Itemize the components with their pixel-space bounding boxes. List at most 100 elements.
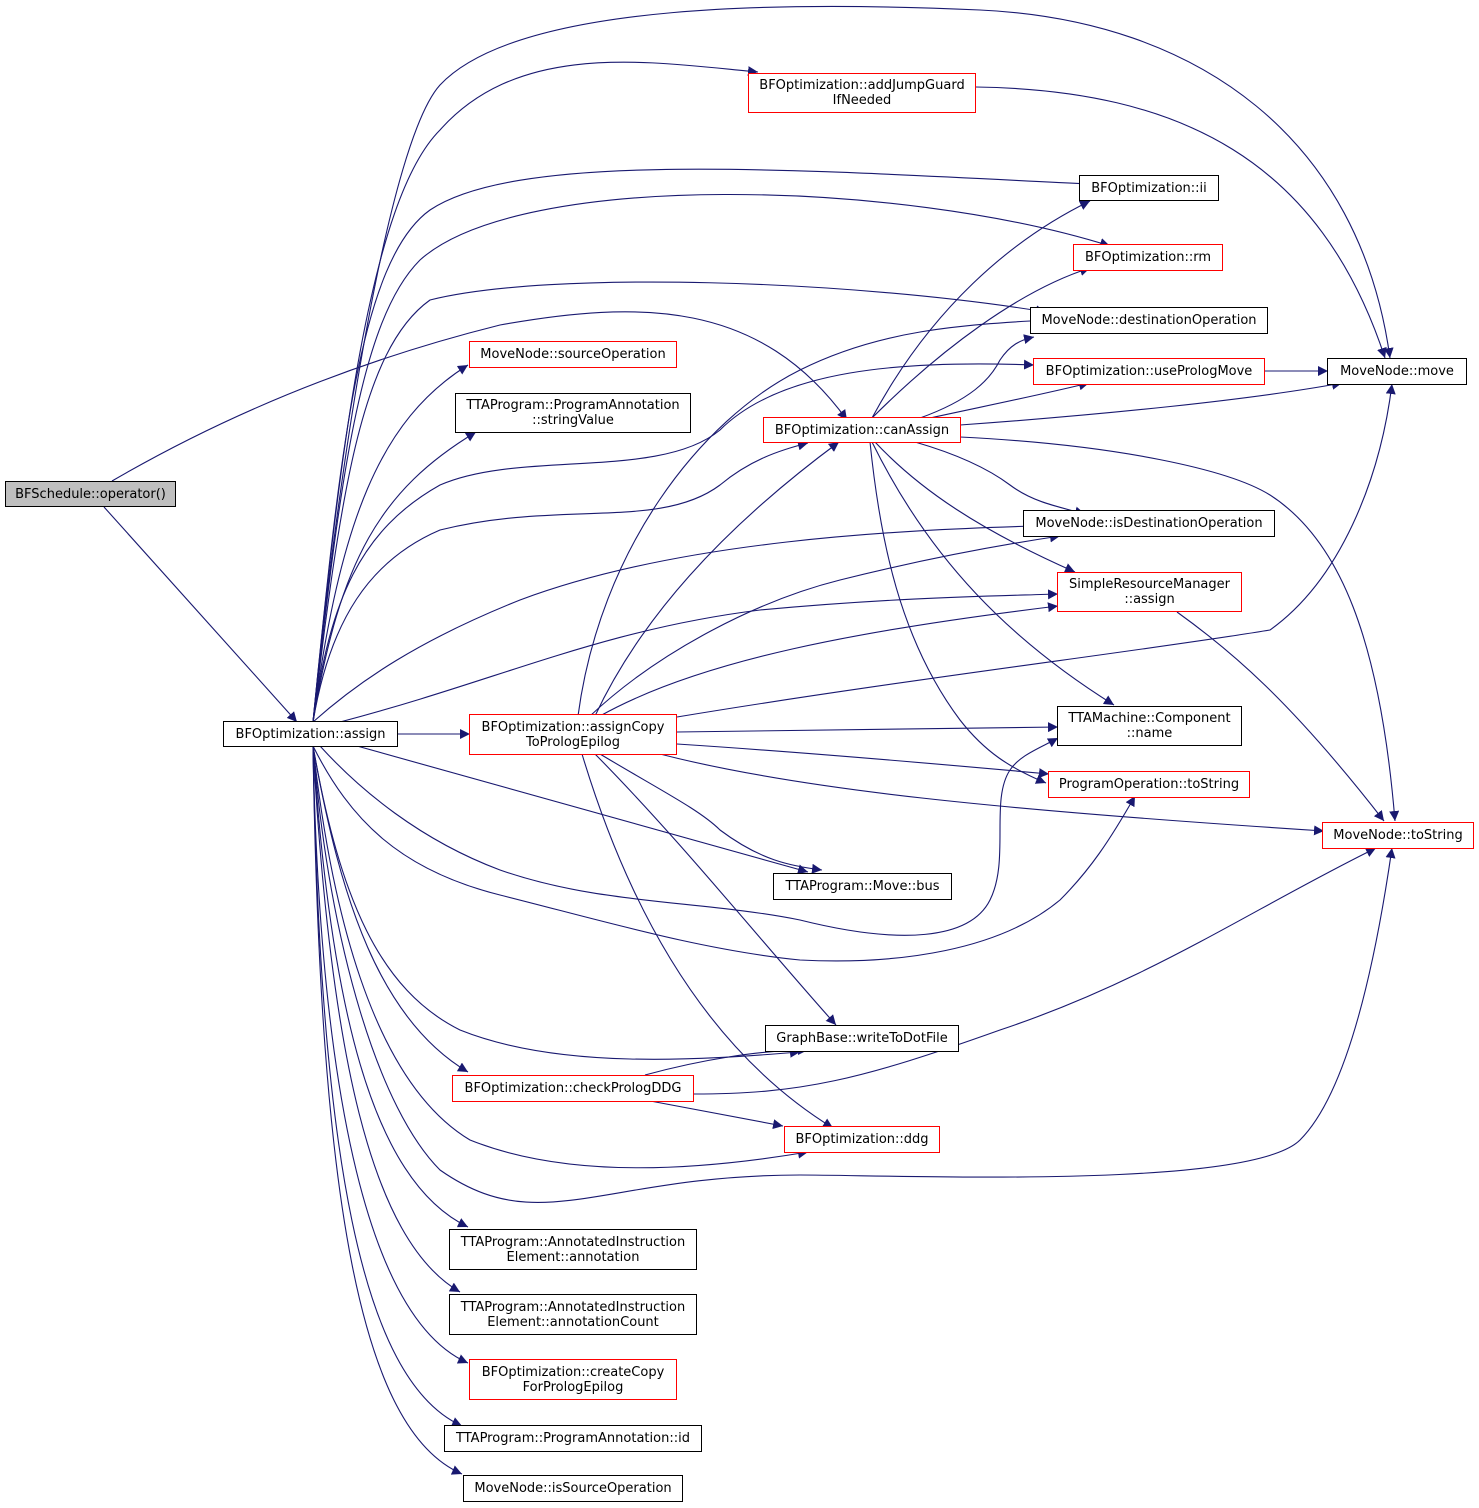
- edge-canassign-movenode-tostring: [959, 436, 1400, 822]
- edge-assigncopy-progop-tostring: [676, 743, 1050, 779]
- edge-assign-component-name: [319, 737, 1059, 936]
- node-label: ForPrologEpilog: [522, 1379, 624, 1395]
- edge-assign-rm: [312, 193, 1111, 723]
- edge-sra-movenode-tostring: [1176, 611, 1385, 822]
- edge-assign-isdestop: [312, 521, 1036, 723]
- node-bfopt-rm[interactable]: BFOptimization::rm: [1073, 244, 1223, 271]
- node-programoperation-tostring[interactable]: ProgramOperation::toString: [1048, 771, 1250, 798]
- node-move-bus[interactable]: TTAProgram::Move::bus: [773, 873, 952, 900]
- node-label: MoveNode::toString: [1333, 828, 1463, 843]
- node-label: GraphBase::writeToDotFile: [776, 1031, 948, 1046]
- edge-assign-annotation: [312, 745, 469, 1228]
- node-label: TTAProgram::AnnotatedInstruction: [460, 1234, 686, 1250]
- node-label: BFOptimization::createCopy: [481, 1364, 665, 1380]
- node-graphbase-writetodotfile[interactable]: GraphBase::writeToDotFile: [765, 1025, 959, 1052]
- node-bfopt-addjumpguard[interactable]: BFOptimization::addJumpGuard IfNeeded: [748, 73, 976, 113]
- node-bfopt-checkprologddg[interactable]: BFOptimization::checkPrologDDG: [452, 1075, 694, 1102]
- edge-assign-stringvalue: [312, 431, 477, 723]
- edge-assigncopy-ddg: [581, 753, 834, 1129]
- node-label: TTAProgram::ProgramAnnotation::id: [456, 1431, 690, 1446]
- node-simpleresourcemanager-assign[interactable]: SimpleResourceManager ::assign: [1057, 572, 1242, 612]
- node-bfopt-useprologmove[interactable]: BFOptimization::usePrologMove: [1033, 358, 1265, 385]
- node-annotated-annotationcount[interactable]: TTAProgram::AnnotatedInstruction Element…: [449, 1294, 697, 1335]
- edge-assign-ddg: [312, 745, 809, 1169]
- edge-assign-checkprologddg: [312, 745, 469, 1073]
- edge-canassign-useprologmove: [919, 334, 1035, 419]
- node-label: ::name: [1126, 726, 1173, 741]
- edge-assigncopy-writetodot: [594, 753, 837, 1026]
- node-label: TTAProgram::ProgramAnnotation: [466, 398, 680, 413]
- node-label: ToPrologEpilog: [525, 734, 621, 750]
- node-movenode-destinationoperation[interactable]: MoveNode::destinationOperation: [1030, 307, 1268, 334]
- edge-group: [103, 5, 1400, 1475]
- edge-assigncopy-sra-assign: [599, 602, 1059, 717]
- edge-addjumpguard-movenode-move: [975, 86, 1387, 359]
- node-label: MoveNode::move: [1340, 364, 1454, 379]
- node-label: BFSchedule::operator(): [15, 486, 166, 502]
- node-component-name[interactable]: TTAMachine::Component ::name: [1057, 706, 1242, 746]
- node-programannotation-stringvalue[interactable]: TTAProgram::ProgramAnnotation ::stringVa…: [455, 393, 691, 433]
- node-label: Element::annotationCount: [487, 1314, 659, 1330]
- node-annotated-annotation[interactable]: TTAProgram::AnnotatedInstruction Element…: [449, 1229, 697, 1270]
- edge-assign-issourceop: [312, 745, 463, 1475]
- edge-canassign-rm: [871, 266, 1091, 419]
- node-label: MoveNode::destinationOperation: [1041, 313, 1257, 328]
- edge-root-assign: [103, 506, 298, 723]
- node-label: BFOptimization::ii: [1091, 180, 1207, 196]
- node-movenode-move[interactable]: MoveNode::move: [1327, 358, 1467, 385]
- edge-canassign-ii: [871, 200, 1091, 419]
- edge-assigncopy-movenode-move: [676, 383, 1396, 718]
- node-movenode-issourceoperation[interactable]: MoveNode::isSourceOperation: [463, 1475, 683, 1502]
- node-label: MoveNode::sourceOperation: [480, 347, 666, 362]
- node-label: BFOptimization::assignCopy: [481, 719, 665, 735]
- edge-assign-movenode-tostring: [312, 745, 1396, 1203]
- edge-checkprologddg-movenode-tostring: [693, 847, 1377, 1095]
- edge-assign-useprologmove: [312, 359, 1035, 723]
- edge-assign-destop: [312, 281, 1047, 723]
- node-bfopt-ddg[interactable]: BFOptimization::ddg: [784, 1126, 940, 1153]
- node-label: ProgramOperation::toString: [1058, 777, 1240, 792]
- edge-assign-sourceop: [312, 364, 469, 723]
- edge-assigncopy-movenode-tostring: [659, 753, 1325, 836]
- node-label: TTAProgram::AnnotatedInstruction: [460, 1299, 686, 1315]
- edge-assigncopy-canassign: [594, 441, 840, 717]
- edge-assign-id: [312, 745, 463, 1427]
- edge-assign-bus: [356, 745, 809, 875]
- edge-canassign-movenode-move: [959, 379, 1343, 426]
- node-label: BFOptimization::assign: [235, 726, 386, 742]
- edge-canassign-component-name: [871, 441, 1115, 706]
- edge-checkprologddg-ddg: [644, 1099, 784, 1130]
- edge-assign-movenode-move: [312, 5, 1394, 723]
- node-bfopt-canassign[interactable]: BFOptimization::canAssign: [763, 417, 961, 443]
- edge-assign-ii: [312, 168, 1090, 723]
- node-label: BFOptimization::checkPrologDDG: [464, 1081, 682, 1096]
- node-label: BFOptimization::rm: [1084, 250, 1212, 265]
- node-programannotation-id[interactable]: TTAProgram::ProgramAnnotation::id: [444, 1425, 702, 1452]
- node-label: TTAProgram::Move::bus: [785, 879, 940, 894]
- node-label: ::stringValue: [532, 413, 614, 428]
- edge-assign-canassign: [312, 440, 809, 723]
- node-bfopt-createcopyforprologepilog[interactable]: BFOptimization::createCopy ForPrologEpil…: [469, 1359, 677, 1400]
- edge-canassign-isdestop: [914, 441, 1086, 517]
- edge-canassign-sra-assign: [874, 441, 1076, 573]
- node-label: BFOptimization::canAssign: [774, 422, 950, 438]
- node-movenode-isdestinationoperation[interactable]: MoveNode::isDestinationOperation: [1023, 510, 1275, 537]
- node-label: SimpleResourceManager: [1069, 577, 1230, 592]
- node-label: Element::annotation: [506, 1249, 640, 1265]
- edge-canassign-useprologmove-2: [929, 380, 1090, 419]
- node-label: ::assign: [1124, 592, 1175, 607]
- edge-canassign-progop-tostring: [869, 441, 1047, 784]
- node-bfopt-assigncopytoprologepilog[interactable]: BFOptimization::assignCopy ToPrologEpilo…: [469, 714, 677, 755]
- node-label: IfNeeded: [832, 93, 892, 108]
- edge-assign-createcopy: [312, 745, 469, 1364]
- node-movenode-tostring[interactable]: MoveNode::toString: [1322, 822, 1474, 849]
- node-bfschedule-operator: BFSchedule::operator(): [5, 481, 176, 507]
- node-bfopt-ii[interactable]: BFOptimization::ii: [1079, 175, 1219, 201]
- node-movenode-sourceoperation[interactable]: MoveNode::sourceOperation: [469, 341, 677, 368]
- node-label: BFOptimization::addJumpGuard: [759, 78, 965, 93]
- node-label: MoveNode::isDestinationOperation: [1035, 516, 1263, 531]
- node-bfopt-assign[interactable]: BFOptimization::assign: [223, 721, 398, 747]
- edge-assign-writetodot: [312, 745, 801, 1060]
